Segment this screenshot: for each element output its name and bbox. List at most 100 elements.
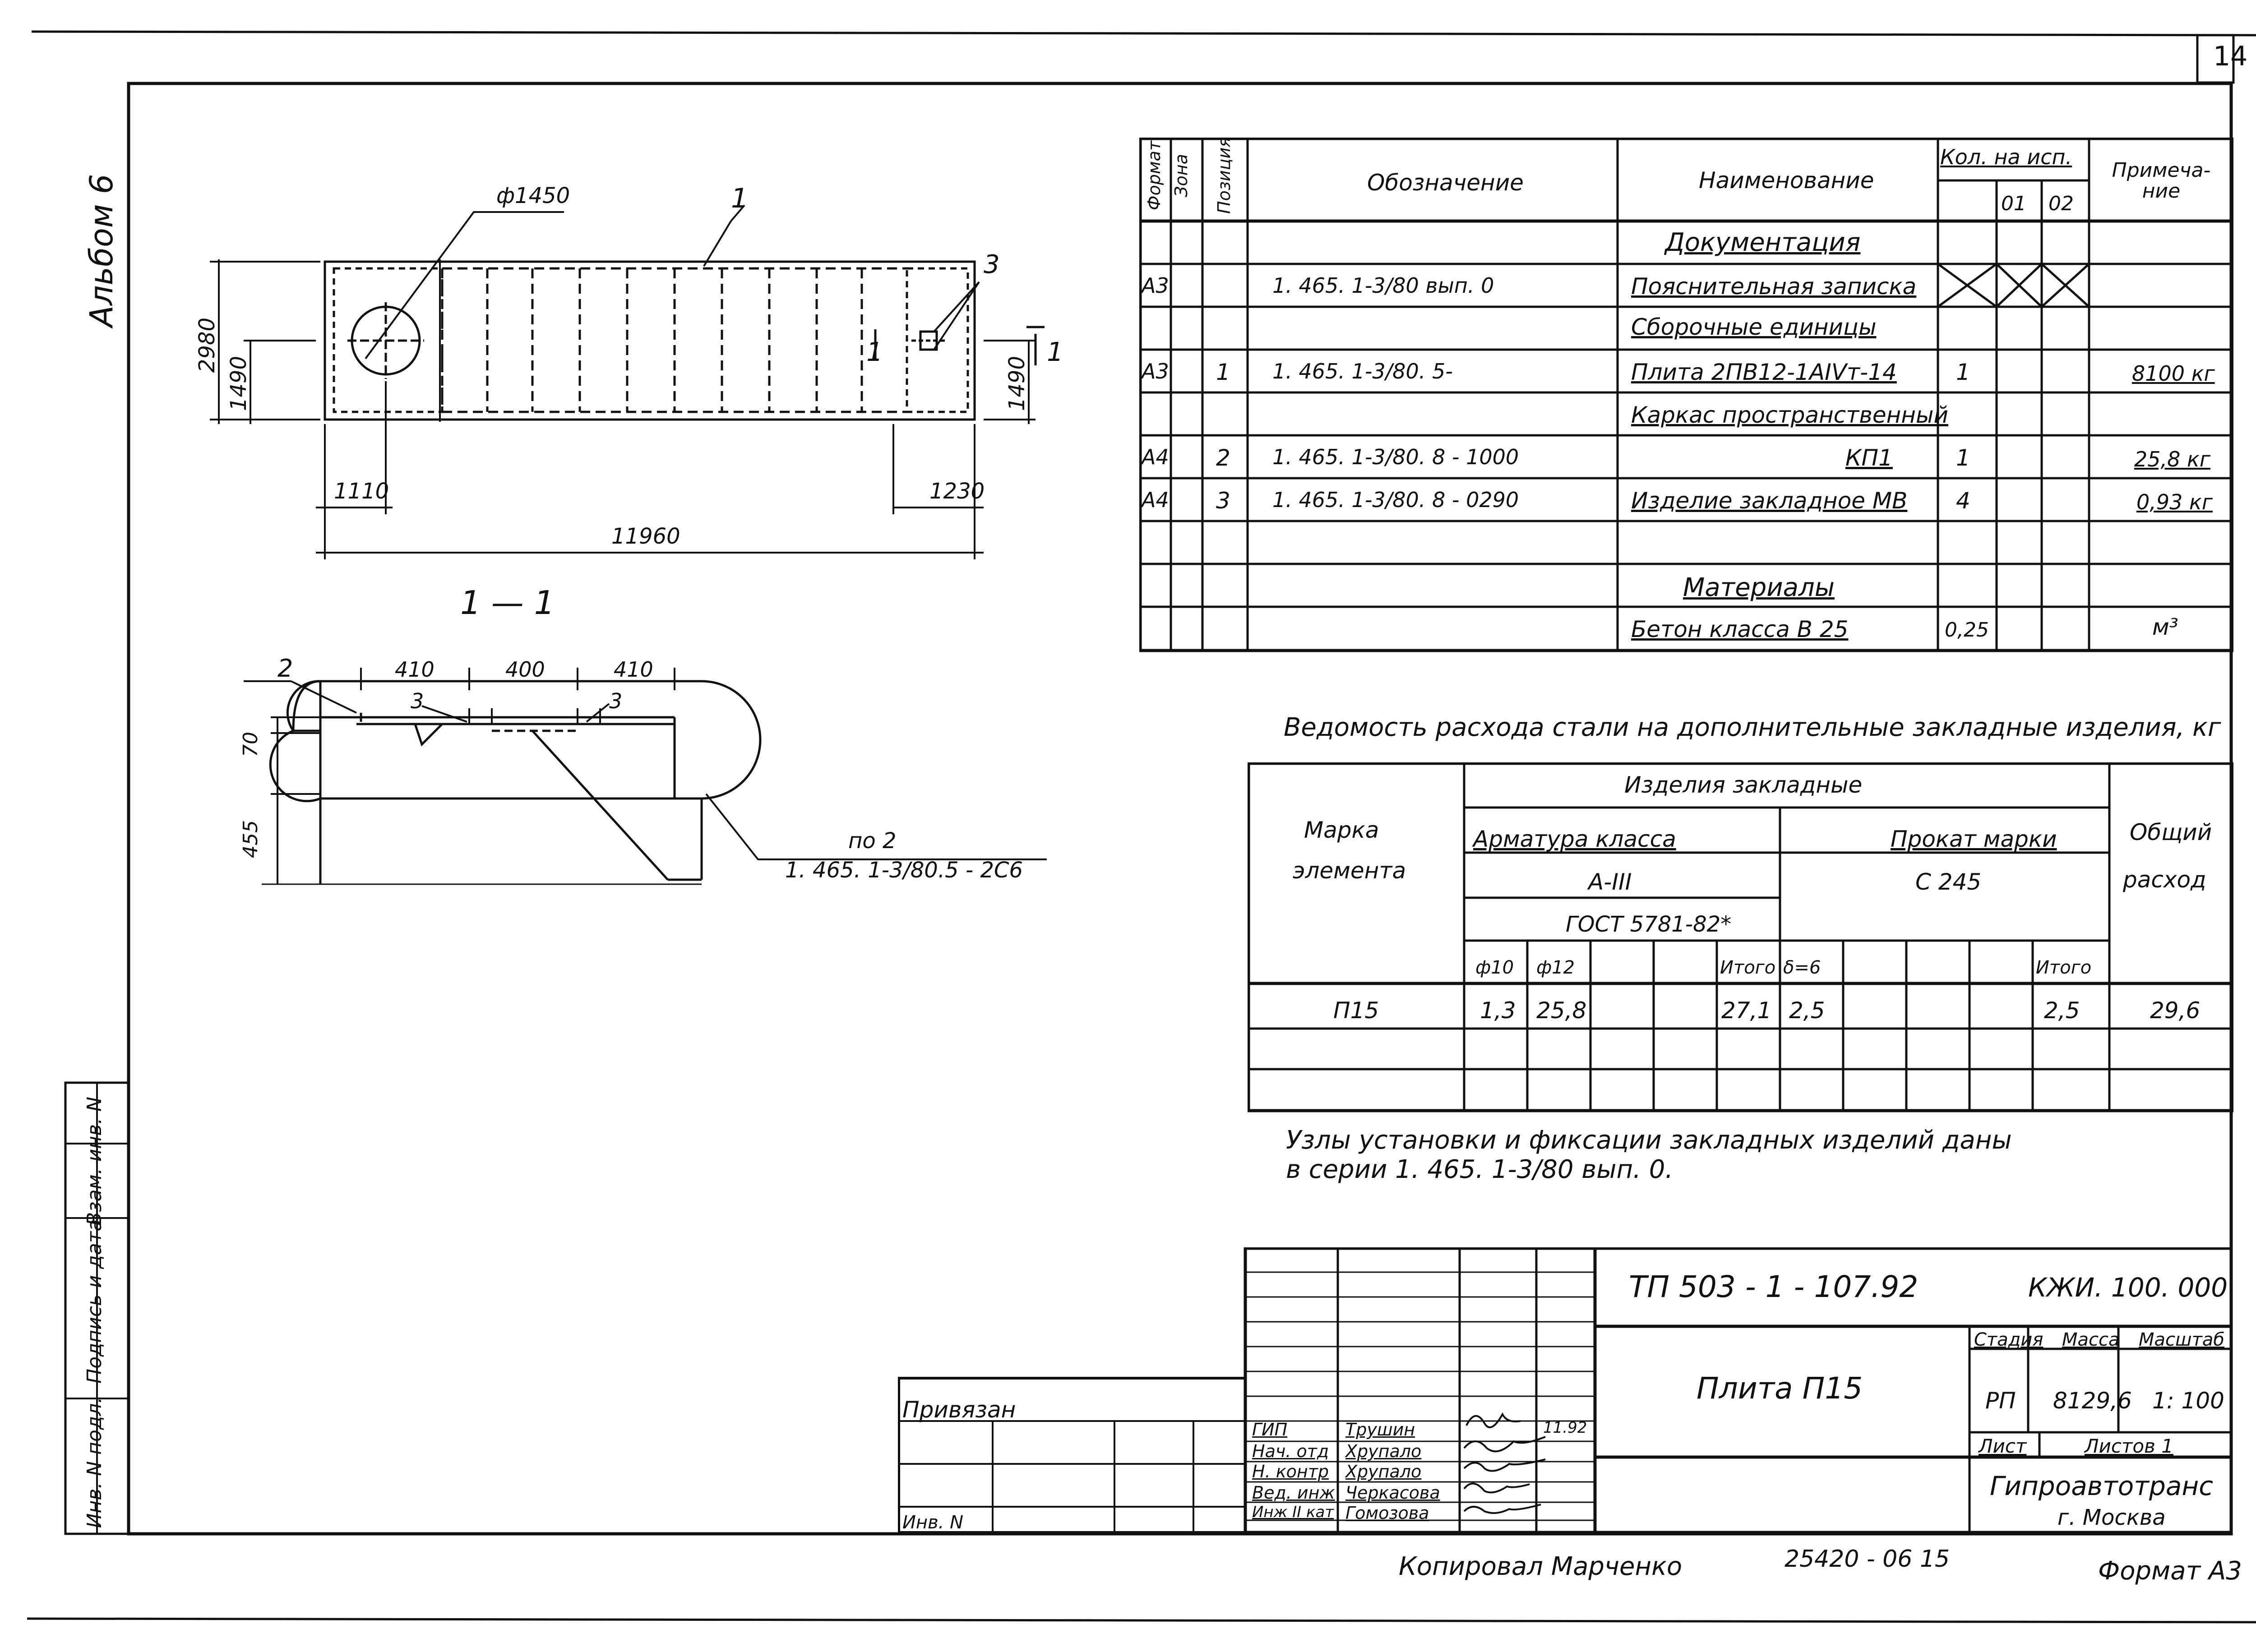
row3-note: 25,8 кг bbox=[2134, 447, 2210, 471]
note-line-2: в серии 1. 465. 1-3/80 вып. 0. bbox=[1286, 1155, 1674, 1184]
hdr-designation: Обозначение bbox=[1367, 170, 1524, 196]
stage-value: РП bbox=[1985, 1388, 2016, 1414]
section-mark-right: 1 bbox=[1047, 337, 1063, 367]
row4-qty: 4 bbox=[1956, 488, 1970, 514]
col-f10: ф10 bbox=[1475, 957, 1514, 978]
drawing-code: КЖИ. 100. 000 bbox=[2028, 1272, 2228, 1303]
role-1: Нач. отд bbox=[1252, 1441, 1329, 1461]
ref-code: 1. 465. 1-3/80.5 - 2С6 bbox=[785, 858, 1023, 883]
role-3: Вед. инж bbox=[1252, 1483, 1335, 1503]
name-2: Хрупало bbox=[1345, 1462, 1422, 1481]
dim-1490-right: 1490 bbox=[1004, 356, 1030, 411]
hdr-qty: Кол. на исп. bbox=[1940, 145, 2072, 169]
name-4: Гомозова bbox=[1345, 1503, 1429, 1523]
album-label: Альбом 6 bbox=[83, 174, 120, 327]
dim-1490-left: 1490 bbox=[226, 356, 251, 411]
sec-dim-70: 70 bbox=[239, 732, 262, 757]
row4-note: 0,93 кг bbox=[2136, 490, 2213, 514]
col-total-rolled: Итого bbox=[2036, 957, 2092, 978]
name-1: Хрупало bbox=[1345, 1441, 1422, 1461]
role-2: Н. контр bbox=[1252, 1462, 1329, 1481]
stage-label: Стадия bbox=[1974, 1329, 2043, 1350]
name-3: Черкасова bbox=[1345, 1483, 1440, 1503]
sign-date-label: Подпись и дата bbox=[83, 1219, 106, 1384]
section-title: 1 — 1 bbox=[460, 584, 555, 622]
row5-note: м³ bbox=[2152, 614, 2178, 640]
order-number: 25420 - 06 15 bbox=[1784, 1546, 1950, 1573]
mark-header-1: Марка bbox=[1304, 817, 1379, 843]
row4-name: Изделие закладное МВ bbox=[1631, 488, 1908, 514]
org-city: г. Москва bbox=[2057, 1505, 2166, 1530]
row1-name: Плита 2ПВ12-1АIVт-14 bbox=[1631, 359, 1897, 385]
rebar-gost: ГОСТ 5781-82* bbox=[1566, 912, 1732, 937]
row3-designation: 1. 465. 1-3/80. 8 - 1000 bbox=[1272, 445, 1519, 469]
plan-view: ф1450 1 3 2980 1490 1490 1110 1230 11960… bbox=[194, 183, 1063, 559]
role-4: Инж II кат bbox=[1252, 1503, 1334, 1521]
row1-format: А3 bbox=[1142, 359, 1169, 383]
project-number: ТП 503 - 1 - 107.92 bbox=[1629, 1269, 1919, 1304]
mark-header-2: элемента bbox=[1293, 858, 1406, 884]
sec-dim-455: 455 bbox=[239, 820, 262, 858]
object-name: Плита П15 bbox=[1697, 1371, 1863, 1406]
col-total-rebar: Итого bbox=[1720, 957, 1776, 978]
dim-1230: 1230 bbox=[929, 479, 985, 504]
hdr-qty-01: 01 bbox=[2001, 192, 2026, 215]
plan-pos-3: 3 bbox=[984, 250, 1000, 279]
sec-pos-3b: 3 bbox=[609, 689, 622, 713]
rebar-class: А-III bbox=[1588, 869, 1632, 895]
name-0: Трушин bbox=[1345, 1420, 1415, 1440]
sec-pos-3a: 3 bbox=[411, 689, 424, 713]
dim-11960: 11960 bbox=[611, 524, 680, 549]
row1-qty: 1 bbox=[1956, 359, 1970, 385]
dim-diameter: ф1450 bbox=[496, 183, 570, 208]
title-block-grid bbox=[898, 1247, 2233, 1534]
total-header-2: расход bbox=[2123, 867, 2206, 893]
section-documentation: Документация bbox=[1665, 228, 1861, 257]
row3-pos: 2 bbox=[1216, 445, 1230, 471]
row5-name: Бетон класса В 25 bbox=[1631, 616, 1849, 642]
note-line-1: Узлы установки и фиксации закладных изде… bbox=[1286, 1126, 2012, 1155]
sheet-label: Лист bbox=[1979, 1435, 2027, 1457]
hdr-format: Формат bbox=[1144, 140, 1164, 211]
replaces-label: Взам. инв. N bbox=[83, 1097, 106, 1226]
row5-qty: 0,25 bbox=[1945, 618, 1989, 641]
sec-dim-400: 400 bbox=[505, 657, 545, 682]
sec-dim-410b: 410 bbox=[614, 657, 653, 682]
steel-table-title: Ведомость расхода стали на дополнительны… bbox=[1284, 713, 2221, 742]
dim-2980: 2980 bbox=[194, 318, 220, 373]
scale-label: Масштаб bbox=[2139, 1329, 2225, 1350]
row1-pos: 1 bbox=[1216, 359, 1230, 385]
sec-dim-410a: 410 bbox=[395, 657, 435, 682]
steel-table-grid bbox=[1248, 762, 2233, 1112]
slab-outline bbox=[324, 260, 976, 421]
row0-format: А3 bbox=[1142, 273, 1169, 298]
org-name: Гипроавтотранс bbox=[1990, 1471, 2214, 1501]
row4-pos: 3 bbox=[1216, 488, 1230, 514]
date: 11.92 bbox=[1543, 1419, 1587, 1437]
mass-value: 8129,6 bbox=[2053, 1388, 2132, 1414]
bound-label: Привязан bbox=[902, 1397, 1016, 1423]
inv-label: Инв. N bbox=[902, 1512, 963, 1533]
hdr-name: Наименование bbox=[1699, 167, 1874, 194]
section-assembly: Сборочные единицы bbox=[1631, 314, 1877, 340]
row2-name: Каркас пространственный bbox=[1631, 402, 1949, 428]
rebar-header: Арматура класса bbox=[1473, 826, 1676, 852]
row3-format: А4 bbox=[1142, 445, 1169, 469]
row1-note: 8100 кг bbox=[2132, 361, 2215, 386]
hdr-note: Примеча-ние bbox=[2112, 159, 2211, 203]
row0-name: Пояснительная записка bbox=[1631, 273, 1917, 300]
mass-label: Масса bbox=[2062, 1329, 2120, 1350]
row4-format: А4 bbox=[1142, 488, 1169, 512]
steel-row-f12: 25,8 bbox=[1536, 997, 1587, 1024]
row4-designation: 1. 465. 1-3/80. 8 - 0290 bbox=[1272, 488, 1519, 512]
rolled-header: Прокат марки bbox=[1891, 826, 2057, 852]
col-f12: ф12 bbox=[1536, 957, 1575, 978]
steel-row-total-rebar: 27,1 bbox=[1721, 997, 1772, 1024]
steel-row-delta: 2,5 bbox=[1789, 997, 1825, 1024]
steel-row-total: 29,6 bbox=[2150, 997, 2201, 1024]
row3-qty: 1 bbox=[1956, 445, 1970, 471]
sec-pos-2: 2 bbox=[277, 654, 293, 683]
col-delta: δ=6 bbox=[1783, 957, 1821, 978]
section-materials: Материалы bbox=[1683, 573, 1835, 602]
hdr-position: Позиция bbox=[1214, 137, 1234, 214]
